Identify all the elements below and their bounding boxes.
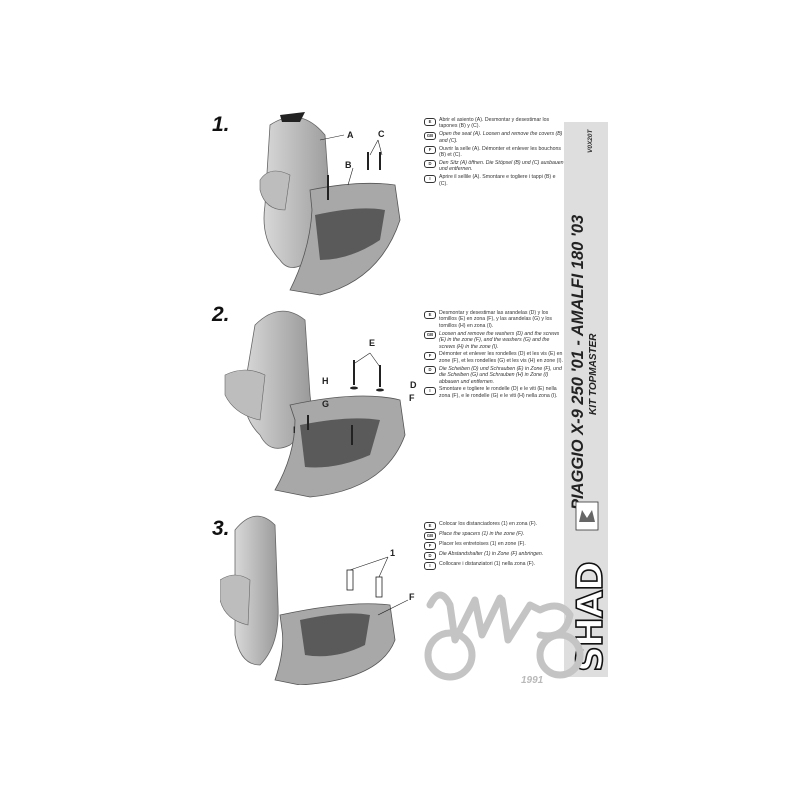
instruction-row: E Colocar los distanciadores (1) en zona… [424, 521, 564, 530]
document-subtitle: KIT TOPMASTER [588, 333, 599, 415]
product-code: V0X20T [587, 129, 594, 154]
instructions-step-2: E Desmontar y desestimar las arandelas (… [424, 310, 564, 401]
instruction-text: Place the spacers (1) in the zone (F). [439, 531, 525, 537]
step-2-illustration [224, 310, 406, 498]
instruction-row: D Den Sitz (A) öffnen. Die Stöpsel (B) u… [424, 160, 564, 173]
language-badge: I [424, 561, 436, 570]
instruction-text: Smontare e togliere le rondelle (D) e le… [439, 386, 558, 399]
instruction-text: Den Sitz (A) öffnen. Die Stöpsel (B) und… [439, 159, 564, 173]
instruction-text: Démonter et enlever les rondelles (D) et… [439, 351, 563, 364]
instruction-row: I Aprire il sellile (A). Smontare e togl… [424, 174, 564, 187]
instruction-row: GB Place the spacers (1) in the zone (F)… [424, 531, 564, 540]
callout-label: C [378, 129, 385, 139]
instruction-text: Ouvrir la selle (A). Démonter et enlever… [439, 145, 561, 159]
instruction-text: Abrir el asiento (A). Desmontar y desest… [439, 117, 550, 130]
language-badge: GB [424, 131, 436, 140]
instruction-row: I Smontare e togliere le rondelle (D) e … [424, 386, 564, 399]
instruction-row: I Collocare i distanziatori (1) nella zo… [424, 561, 564, 570]
step-number: 2. [212, 303, 230, 326]
instruction-row: F Placer les entretoises (1) en zone (F)… [424, 541, 564, 550]
callout-label: A [347, 130, 354, 140]
instruction-row: F Ouvrir la selle (A). Démonter et enlev… [424, 146, 564, 159]
instruction-row: E Abrir el asiento (A). Desmontar y dese… [424, 117, 564, 130]
language-badge: F [424, 146, 436, 155]
language-badge: D [424, 366, 436, 375]
callout-label: F [409, 592, 415, 602]
language-badge: D [424, 551, 436, 560]
callout-label: B [345, 160, 352, 170]
instructions-step-3: E Colocar los distanciadores (1) en zona… [424, 521, 564, 571]
instructions-step-1: E Abrir el asiento (A). Desmontar y dese… [424, 117, 564, 189]
instruction-text: Die Scheiben (D) und Schrauben (E) in Zo… [439, 365, 562, 385]
instruction-text: Placer les entretoises (1) en zone (F). [439, 541, 526, 547]
watermark-logo-icon [424, 591, 584, 681]
instruction-row: D Die Abstandshalter (1) in Zone (F) anb… [424, 551, 564, 560]
step-number: 1. [212, 113, 230, 136]
language-badge: I [424, 386, 436, 395]
instruction-text: Loosen and remove the washers (D) and th… [439, 330, 560, 350]
callout-label: G [322, 399, 330, 409]
crown-emblem-icon [575, 501, 599, 531]
step-1-illustration [259, 112, 401, 296]
callout-label: H [322, 376, 329, 386]
language-badge: E [424, 310, 436, 319]
language-badge: I [424, 174, 436, 183]
language-badge: E [424, 521, 436, 530]
language-badge: GB [424, 531, 436, 540]
instruction-text: Open the seat (A). Loosen and remove the… [439, 131, 563, 144]
step-number: 3. [212, 517, 230, 540]
language-badge: E [424, 117, 436, 126]
instruction-text: Aprire il sellile (A). Smontare e toglie… [439, 174, 556, 187]
language-badge: GB [424, 331, 436, 340]
instruction-text: Collocare i distanziatori (1) nella zona… [439, 561, 536, 567]
instruction-row: GB Open the seat (A). Loosen and remove … [424, 131, 564, 144]
language-badge: F [424, 351, 436, 360]
document-title: PIAGGIO X-9 250 '01 - AMALFI 180 '03 [569, 214, 587, 510]
callout-label: D [410, 380, 417, 390]
callout-label: 1 [390, 548, 396, 558]
instruction-row: F Démonter et enlever les rondelles (D) … [424, 351, 564, 364]
instruction-text: Die Abstandshalter (1) in Zone (F) anbri… [439, 551, 544, 557]
language-badge: D [424, 160, 436, 169]
instruction-text: Colocar los distanciadores (1) en zona (… [439, 521, 538, 527]
instruction-row: E Desmontar y desestimar las arandelas (… [424, 310, 564, 329]
callout-label: F [409, 393, 415, 403]
title-band [564, 122, 608, 677]
callout-label: I [293, 425, 296, 435]
instruction-row: GB Loosen and remove the washers (D) and… [424, 331, 564, 350]
step-3-illustration [220, 515, 409, 685]
language-badge: F [424, 541, 436, 550]
callout-label: E [369, 338, 376, 348]
instruction-text: Desmontar y desestimar las arandelas (D)… [439, 310, 553, 329]
instruction-row: D Die Scheiben (D) und Schrauben (E) in … [424, 366, 564, 385]
watermark-year: 1991 [521, 675, 544, 686]
